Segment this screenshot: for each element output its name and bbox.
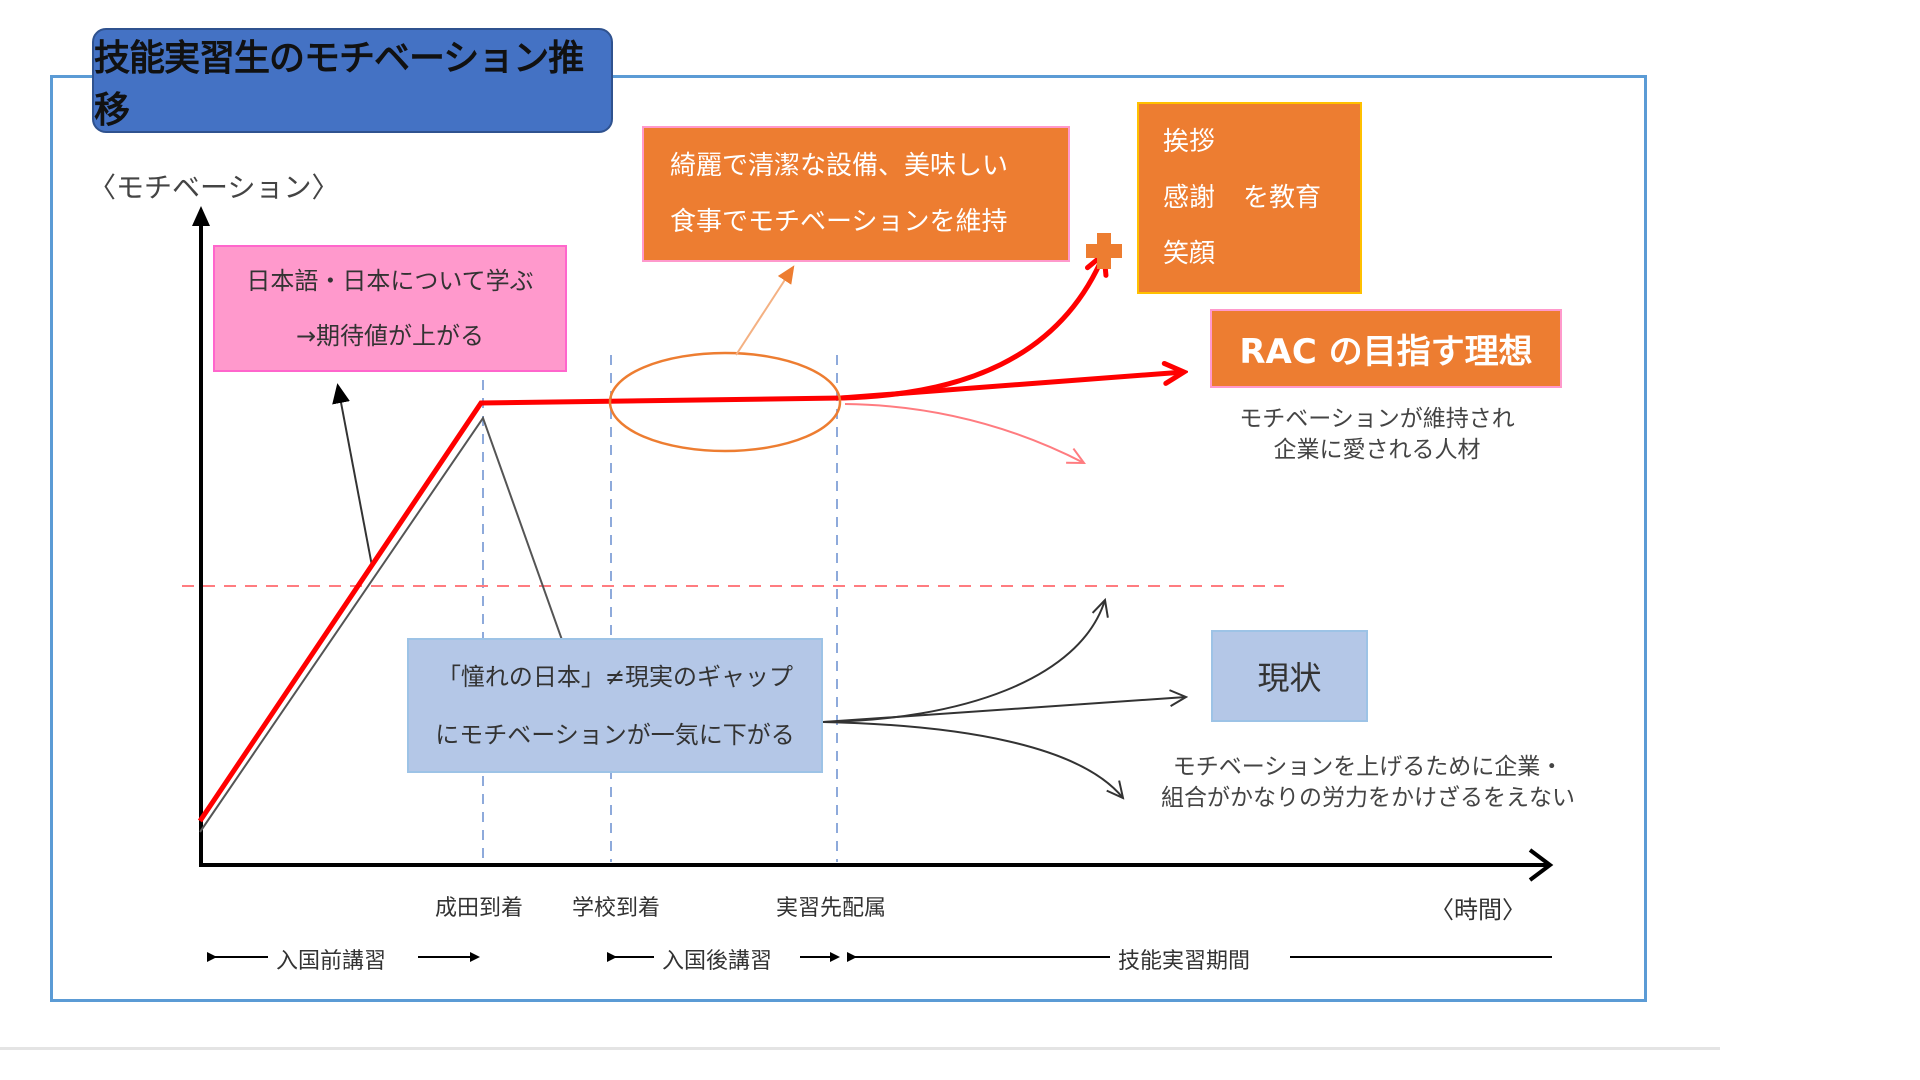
education-suffix: を教育 — [1243, 183, 1322, 213]
rac-ideal-box: RAC の目指す理想 — [1210, 309, 1562, 388]
current-state-description: モチベーションを上げるために企業・ 組合がかなりの労力をかけざるをえない — [1128, 752, 1608, 814]
rac-ideal-label: RAC の目指す理想 — [1239, 332, 1533, 372]
actual-motivation-line — [199, 415, 594, 833]
x-axis-label: 〈時間〉 — [1430, 896, 1526, 924]
rac-ideal-desc-line-1: モチベーションが維持され — [1239, 406, 1515, 432]
diagram-title-text: 技能実習生のモチベーション推移 — [94, 37, 584, 131]
plus-icon — [1082, 229, 1126, 273]
period-technical-intern: 技能実習期間 — [1112, 943, 1257, 975]
rac-ideal-desc-line-2: 企業に愛される人材 — [1273, 437, 1481, 463]
y-axis-label: 〈モチベーション〉 — [88, 171, 340, 204]
milestone-school-arrival: 学校到着 — [572, 896, 661, 921]
facilities-box: 綺麗で清潔な設備、美味しい 食事でモチベーションを維持 — [642, 126, 1070, 262]
period-pre-entry-training: 入国前講習 — [270, 943, 393, 975]
gap-line-1: 「憧れの日本」≠現実のギャップ — [436, 662, 794, 691]
current-state-label: 現状 — [1257, 659, 1322, 697]
education-item-gratitude: 感謝 — [1163, 183, 1216, 213]
maintenance-highlight — [608, 351, 842, 453]
current-state-desc-line-2: 組合がかなりの労力をかけざるをえない — [1161, 785, 1575, 811]
pre-entry-line-1: 日本語・日本について学ぶ — [246, 266, 534, 295]
pre-entry-box: 日本語・日本について学ぶ →期待値が上がる — [213, 245, 567, 372]
bottom-separator — [0, 1047, 1720, 1050]
gap-line-2: にモチベーションが一気に下がる — [435, 720, 795, 749]
period-post-entry-training: 入国後講習 — [656, 943, 779, 975]
education-item-smile: 笑顔 — [1163, 239, 1216, 269]
pre-entry-line-2: →期待値が上がる — [295, 321, 485, 350]
gap-box: 「憧れの日本」≠現実のギャップ にモチベーションが一気に下がる — [407, 638, 823, 773]
diagram-frame — [50, 75, 1647, 1002]
milestone-guides — [482, 355, 838, 862]
rac-ideal-description: モチベーションが維持され 企業に愛される人材 — [1222, 404, 1532, 466]
education-box: 挨拶 感謝を教育 笑顔 — [1137, 102, 1362, 294]
facilities-line-1: 綺麗で清潔な設備、美味しい — [670, 151, 1009, 181]
milestone-workplace-assignment: 実習先配属 — [776, 896, 887, 921]
current-state-desc-line-1: モチベーションを上げるために企業・ — [1172, 754, 1564, 780]
diagram-title: 技能実習生のモチベーション推移 — [92, 28, 613, 133]
facilities-line-2: 食事でモチベーションを維持 — [670, 207, 1008, 237]
current-state-box: 現状 — [1211, 630, 1368, 722]
milestone-narita-arrival: 成田到着 — [435, 896, 524, 921]
ideal-motivation-line — [197, 395, 842, 823]
education-item-greeting: 挨拶 — [1163, 127, 1216, 157]
